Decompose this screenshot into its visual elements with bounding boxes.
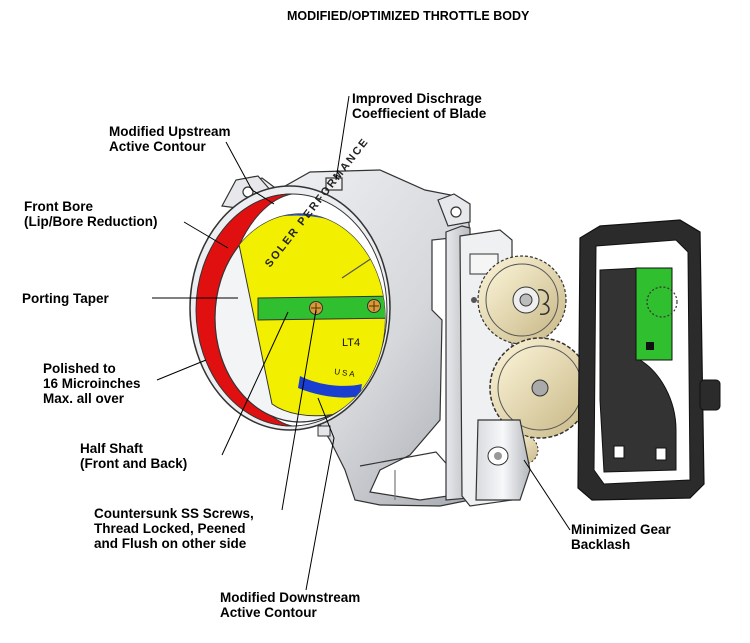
callout-line: Active Contour bbox=[109, 139, 206, 154]
callout-line: (Front and Back) bbox=[80, 456, 188, 471]
callout-line: Max. all over bbox=[43, 391, 125, 406]
callout-line: Front Bore bbox=[24, 199, 93, 214]
callout-line: Polished to bbox=[43, 361, 116, 376]
throttle-motor bbox=[475, 419, 531, 501]
countersunk-screw-right bbox=[367, 299, 381, 313]
callout-line: Half Shaft bbox=[80, 441, 144, 456]
callout-front-bore: Front Bore (Lip/Bore Reduction) bbox=[24, 199, 158, 229]
callout-upstream-contour: Modified Upstream Active Contour bbox=[109, 124, 231, 154]
callout-line: Porting Taper bbox=[22, 291, 109, 306]
callout-downstream-contour: Modified Downstream Active Contour bbox=[220, 590, 360, 620]
leader-lines bbox=[152, 95, 571, 591]
bore-assembly: SOLER PERFORMANCE LT4 USA bbox=[189, 135, 391, 437]
callout-gear-backlash: Minimized Gear Backlash bbox=[571, 522, 671, 552]
callout-porting-taper: Porting Taper bbox=[22, 291, 109, 306]
callout-line: (Lip/Bore Reduction) bbox=[24, 214, 158, 229]
callout-line: Backlash bbox=[571, 537, 631, 552]
blade-usa-text: USA bbox=[334, 367, 357, 379]
callout-line: Modified Upstream bbox=[109, 124, 231, 139]
sensor-cover bbox=[577, 219, 721, 501]
callout-half-shaft: Half Shaft (Front and Back) bbox=[80, 441, 187, 471]
callout-line: Countersunk SS Screws, bbox=[94, 506, 254, 521]
callout-line: Improved Dischrage bbox=[352, 91, 482, 106]
callout-line: 16 Microinches bbox=[43, 376, 141, 391]
diagram-title: MODIFIED/OPTIMIZED THROTTLE BODY bbox=[287, 9, 530, 23]
callout-line: Coeffiecient of Blade bbox=[352, 106, 487, 121]
blade-model-text: LT4 bbox=[342, 337, 360, 349]
callout-line: Modified Downstream bbox=[220, 590, 361, 605]
callout-line: and Flush on other side bbox=[94, 536, 247, 551]
callout-line: Active Contour bbox=[220, 605, 317, 620]
callout-line: Minimized Gear bbox=[571, 522, 671, 537]
callout-polished: Polished to 16 Microinches Max. all over bbox=[43, 361, 141, 406]
callout-line: Thread Locked, Peened bbox=[94, 521, 246, 536]
callout-countersunk-screws: Countersunk SS Screws, Thread Locked, Pe… bbox=[94, 506, 254, 551]
callout-improved-discharge: Improved Dischrage Coeffiecient of Blade bbox=[352, 91, 486, 121]
